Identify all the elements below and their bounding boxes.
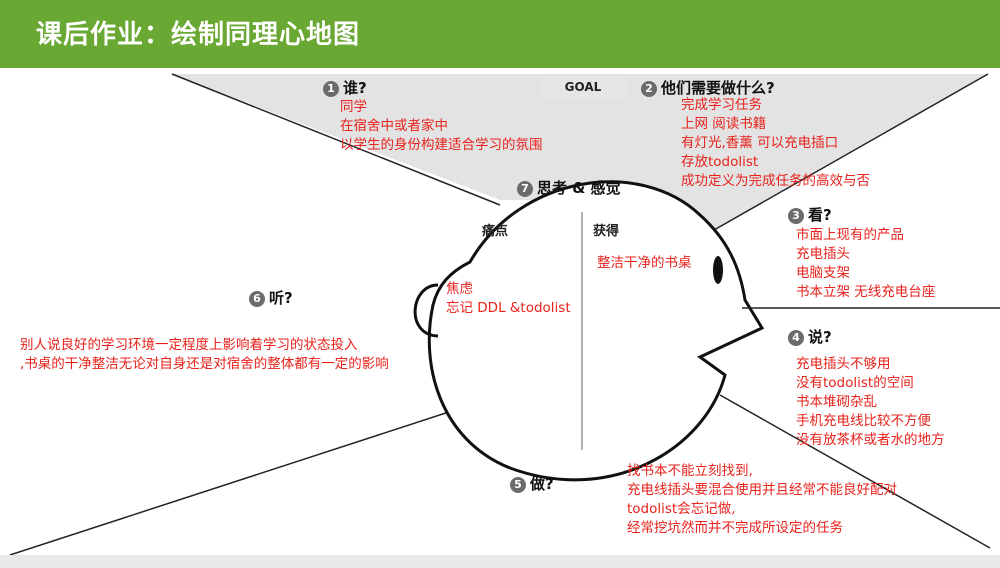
gain-note: 整洁干净的书桌 — [597, 255, 692, 271]
needs-note: 成功定义为完成任务的高效与否 — [681, 173, 870, 189]
pains-label: 痛点 — [482, 224, 509, 239]
pains-notes: 焦虑 忘记 DDL &todolist — [446, 280, 571, 318]
needs-note: 存放todolist — [681, 154, 759, 170]
think-feel-number: 7 — [517, 181, 533, 197]
pain-note: 忘记 DDL &todolist — [446, 300, 571, 316]
needs-note: 上网 阅读书籍 — [681, 116, 767, 132]
see-note: 电脑支架 — [796, 265, 850, 281]
needs-notes: 完成学习任务 上网 阅读书籍 有灯光,香薰 可以充电插口 存放todolist … — [681, 96, 870, 191]
goal-label: GOAL — [540, 76, 626, 98]
who-note: 以学生的身份构建适合学习的氛围 — [340, 137, 543, 153]
who-notes: 同学 在宿舍中或者家中 以学生的身份构建适合学习的氛围 — [340, 98, 543, 155]
see-note: 市面上现有的产品 — [796, 227, 904, 243]
who-label: 谁? — [343, 79, 367, 97]
do-note: 充电线插头要混合使用并且经常不能良好配对 — [627, 482, 897, 498]
empathy-map-diagram — [9, 73, 1000, 555]
hear-notes: 别人说良好的学习环境一定程度上影响着学习的状态投入 ,书桌的干净整洁无论对自身还… — [20, 336, 389, 374]
gains-notes: 整洁干净的书桌 — [597, 254, 692, 273]
see-note: 充电插头 — [796, 246, 850, 262]
diagonal-bottom-right — [719, 394, 991, 549]
say-note: 没有todolist的空间 — [796, 375, 914, 391]
say-note: 没有放茶杯或者水的地方 — [796, 432, 945, 448]
say-note: 充电插头不够用 — [796, 356, 891, 372]
pain-note: 焦虑 — [446, 281, 473, 297]
say-notes: 充电插头不够用 没有todolist的空间 书本堆砌杂乱 手机充电线比较不方便 … — [796, 355, 945, 450]
see-notes: 市面上现有的产品 充电插头 电脑支架 书本立架 无线充电台座 — [796, 226, 935, 302]
gains-label: 获得 — [593, 224, 620, 239]
do-note: 找书本不能立刻找到, — [627, 463, 753, 479]
page-title: 课后作业：绘制同理心地图 — [36, 20, 361, 50]
see-note: 书本立架 无线充电台座 — [796, 284, 936, 300]
needs-note: 有灯光,香薰 可以充电插口 — [681, 135, 839, 151]
diagonal-bottom-left — [9, 409, 456, 555]
title-banner: 课后作业：绘制同理心地图 — [0, 0, 1000, 68]
hear-note: 别人说良好的学习环境一定程度上影响着学习的状态投入 — [20, 337, 358, 353]
eye — [713, 256, 723, 284]
see-label: 看? — [808, 206, 832, 224]
see-number: 3 — [788, 208, 804, 224]
needs-number: 2 — [641, 81, 657, 97]
do-label: 做? — [530, 475, 554, 493]
do-note: todolist会忘记做, — [627, 501, 736, 517]
think-feel-label: 思考 & 感觉 — [537, 179, 621, 197]
do-number: 5 — [510, 477, 526, 493]
who-note: 在宿舍中或者家中 — [340, 118, 448, 134]
say-note: 手机充电线比较不方便 — [796, 413, 931, 429]
who-number: 1 — [323, 81, 339, 97]
do-note: 经常挖坑然而并不完成所设定的任务 — [627, 520, 843, 536]
needs-label: 他们需要做什么? — [661, 79, 775, 97]
hear-number: 6 — [249, 291, 265, 307]
bottom-strip — [0, 555, 1000, 568]
top-goal-wedge — [172, 74, 988, 238]
say-label: 说? — [808, 328, 832, 346]
say-number: 4 — [788, 330, 804, 346]
who-note: 同学 — [340, 99, 367, 115]
do-notes: 找书本不能立刻找到, 充电线插头要混合使用并且经常不能良好配对 todolist… — [627, 462, 897, 538]
say-note: 书本堆砌杂乱 — [796, 394, 877, 410]
head-outline — [427, 180, 765, 482]
diagonal-top-left — [171, 73, 501, 206]
ear-shape — [413, 283, 439, 338]
hear-label: 听? — [269, 289, 293, 307]
diagonal-top-right — [699, 73, 989, 239]
hear-note: ,书桌的干净整洁无论对自身还是对宿舍的整体都有一定的影响 — [20, 356, 389, 372]
needs-note: 完成学习任务 — [681, 97, 762, 113]
